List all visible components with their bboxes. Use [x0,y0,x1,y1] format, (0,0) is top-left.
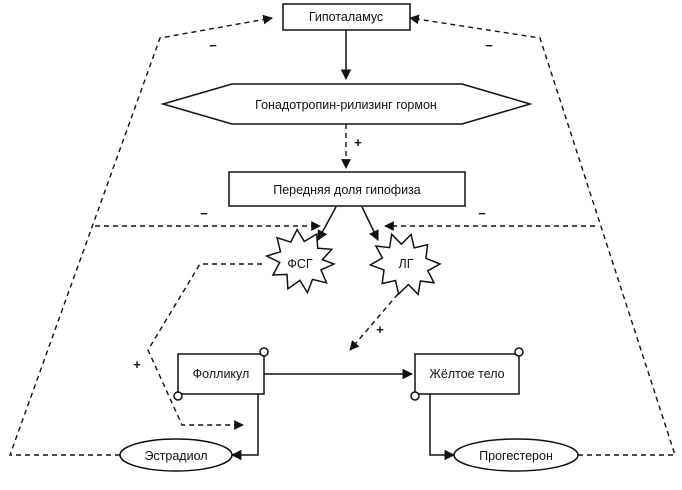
corpus-luteum-to-progesterone-arrow [429,394,456,461]
pituitary-to-fsh-arrow [317,206,337,241]
lh-label: ЛГ [399,257,414,271]
corpus-luteum-scroll-curl-top [514,347,524,357]
corpus-luteum-label: Жёлтое тело [429,367,504,381]
estradiol-label: Эстрадиол [144,449,207,463]
follicle-to-estradiol-arrow [230,394,259,461]
pos-sign-lh: + [376,322,384,337]
follicle-label: Фолликул [193,367,250,381]
gnrh-hexagon [160,83,533,125]
corpus-luteum-scroll [414,353,520,395]
follicle-scroll-curl-top [259,347,269,357]
follicle-scroll-curl-bottom [173,391,183,401]
neg-sign-outer-left: − [209,38,217,53]
fsh-label: ФСГ [287,257,313,271]
follicle-scroll [177,353,265,395]
neg-sign-inner-right: − [478,206,486,221]
outer-feedback-left-line [9,14,273,456]
fsh-to-follicle-arrow [147,263,262,430]
neg-sign-outer-right: − [485,38,493,53]
neg-sign-inner-left: − [200,206,208,221]
estradiol-ellipse [119,438,233,472]
pos-sign-fsh: + [133,357,141,372]
pituitary-label: Передняя доля гипофиза [273,183,421,197]
progesterone-ellipse [453,438,579,472]
pituitary-to-lh-arrow [361,206,379,241]
lh-starburst [368,232,442,296]
lh-to-corpus-luteum-arrow [349,293,399,351]
hypothalamus-label: Гипоталамус [309,10,383,24]
gnrh-label: Гонадотропин-рилизинг гормон [255,98,437,112]
pos-sign-gnrh: + [354,135,362,150]
corpus-luteum-scroll-curl-bottom [410,391,420,401]
pituitary-box [228,171,466,207]
outer-feedback-right-line [409,14,676,456]
fsh-starburst [264,227,336,295]
hypothalamus-box [282,3,411,31]
progesterone-label: Прогестерон [479,449,553,463]
